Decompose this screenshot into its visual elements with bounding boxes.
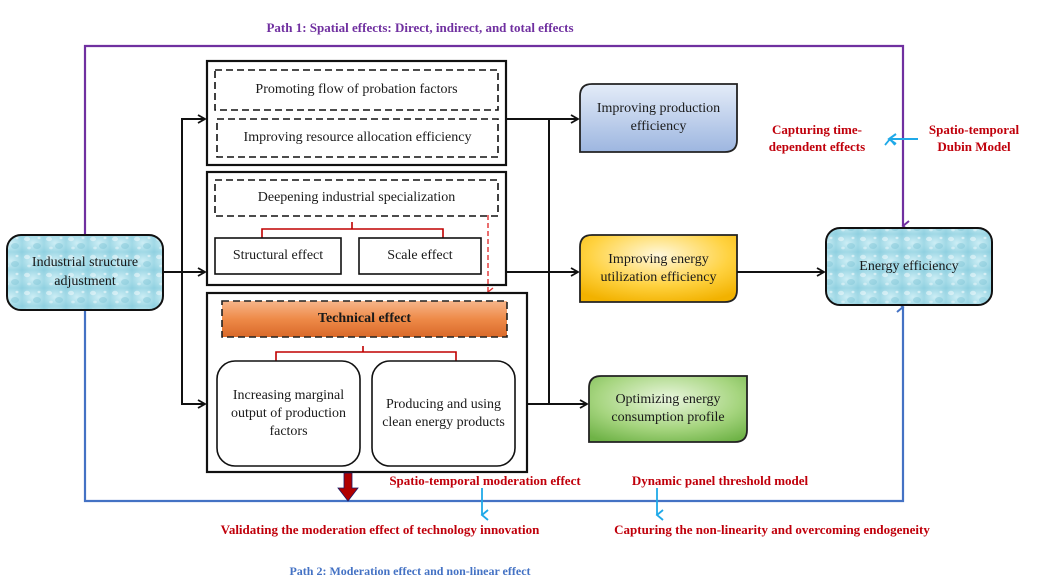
path1-connector — [83, 44, 910, 236]
left-trunk — [181, 118, 205, 405]
source-label: Industrial structure adjustment — [31, 255, 139, 289]
box2-sub1-label: Structural effect — [232, 247, 324, 263]
box3-header-label: Technical effect — [317, 310, 412, 326]
outcome2-label: Improving energy utilization efficiency — [600, 251, 717, 285]
threshold-purpose-label: Capturing the non-linearity and overcomi… — [614, 521, 930, 537]
path2-title: Path 2: Moderation effect and non-linear… — [289, 564, 531, 579]
target-box — [825, 227, 993, 306]
box1-item1-label: Promoting flow of probation factors — [255, 81, 458, 97]
sdm-purpose-label: Capturing time-dependent effects — [768, 122, 866, 154]
path1-title: Path 1: Spatial effects: Direct, indirec… — [266, 19, 574, 35]
box2-header-label: Deepening industrial specialization — [257, 189, 456, 205]
box3-sub1-label: Increasing marginal output of production… — [230, 387, 347, 440]
target-label: Energy efficiency — [859, 258, 959, 274]
box3-sub2-label: Producing and using clean energy product… — [382, 396, 505, 430]
outcome1-label: Improving production efficiency — [596, 100, 721, 134]
box1-item2-label: Improving resource allocation efficiency — [243, 129, 472, 145]
outcome-box-2 — [579, 234, 738, 303]
threshold-label: Dynamic panel threshold model — [631, 472, 809, 488]
outcome3-label: Optimizing energy consumption profile — [611, 391, 725, 425]
mechanism-box-1 — [205, 59, 508, 167]
moderation-label: Spatio-temporal moderation effect — [389, 472, 581, 488]
box2-sub2-label: Scale effect — [387, 247, 453, 263]
sdm-model-label: Spatio-temporal Dubin Model — [928, 122, 1020, 154]
path2-connector — [83, 301, 905, 503]
moderation-block-arrow — [337, 472, 359, 502]
outcome-box-1 — [579, 83, 738, 153]
moderation-purpose-label: Validating the moderation effect of tech… — [220, 521, 540, 537]
outcome-box-3 — [588, 375, 748, 443]
